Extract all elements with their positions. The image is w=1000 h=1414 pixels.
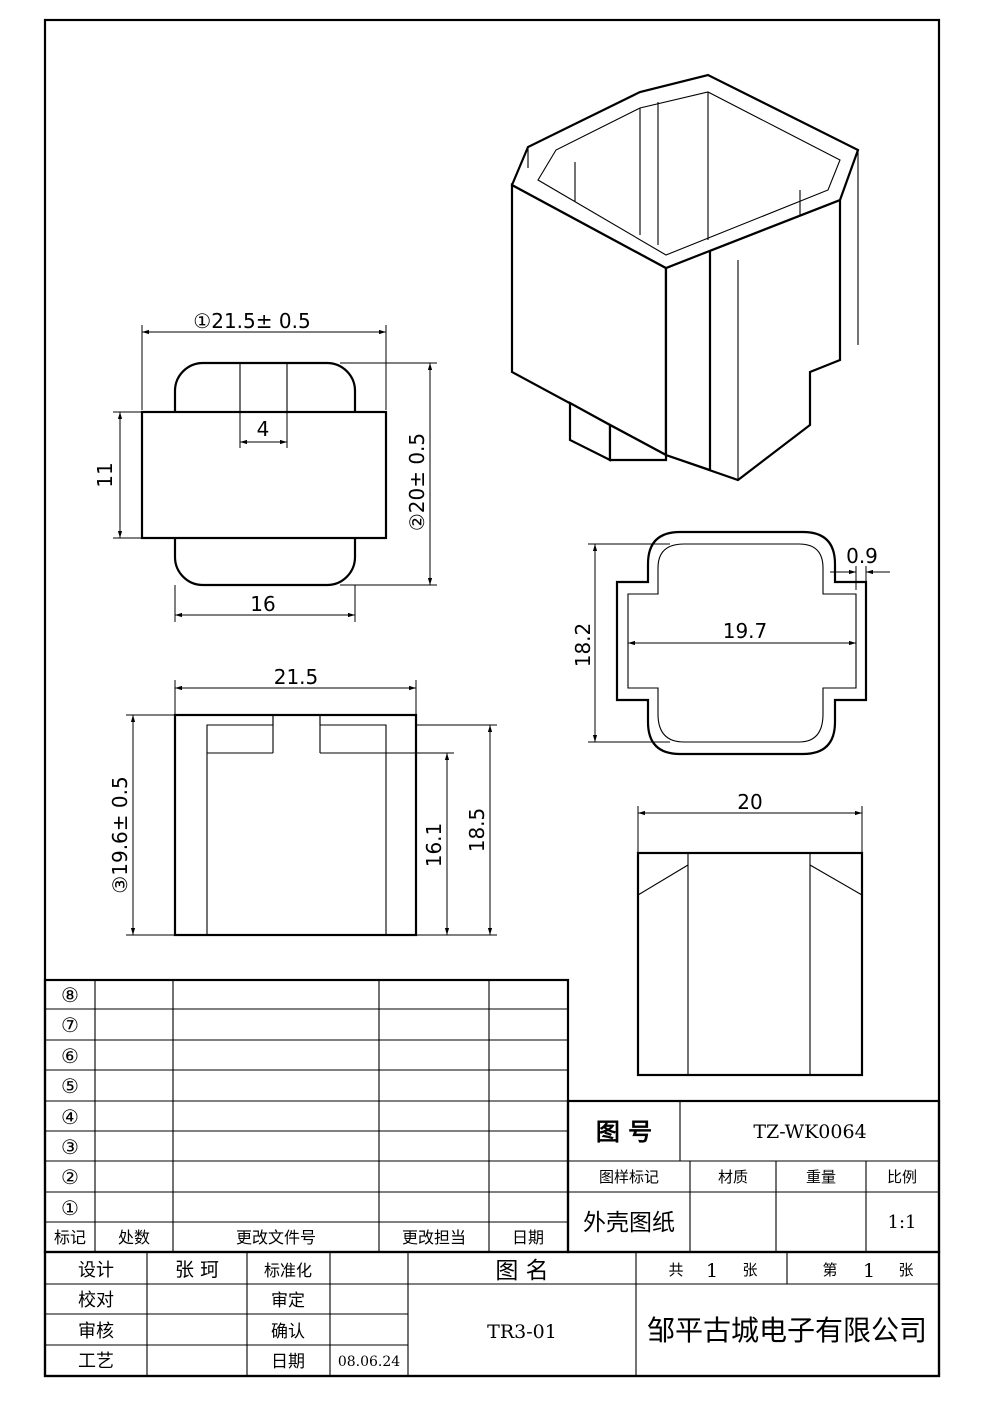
dim-top-width: ①21.5± 0.5 bbox=[193, 309, 310, 333]
section-view: 19.7 18.2 0.9 bbox=[571, 530, 890, 756]
standard-label: 标准化 bbox=[264, 1261, 312, 1280]
page-unit: 张 bbox=[898, 1261, 913, 1279]
dim-section-width: 19.7 bbox=[723, 619, 768, 643]
rev-marker: ⑥ bbox=[61, 1044, 79, 1068]
sample-mark: 外壳图纸 bbox=[583, 1210, 675, 1236]
revision-table: ⑧ ⑦ ⑥ ⑤ ④ ③ ② ① 标记 处数 更改文件号 更改担当 日期 bbox=[43, 978, 570, 1254]
isometric-view bbox=[510, 73, 860, 482]
dim-side-width: 20 bbox=[737, 790, 762, 814]
total-sheets: 1 bbox=[706, 1260, 718, 1282]
confirm-label: 确认 bbox=[271, 1322, 305, 1342]
dim-top-slot: 4 bbox=[257, 417, 270, 441]
scale-label: 比例 bbox=[887, 1168, 917, 1186]
rev-marker: ① bbox=[61, 1196, 79, 1220]
rev-header-date: 日期 bbox=[512, 1228, 544, 1247]
rev-marker: ② bbox=[61, 1165, 79, 1189]
rev-marker: ⑦ bbox=[61, 1013, 79, 1037]
rev-header-count: 处数 bbox=[118, 1228, 150, 1247]
date-value: 08.06.24 bbox=[338, 1354, 400, 1370]
designer-name: 张 珂 bbox=[175, 1259, 219, 1281]
dim-section-wall: 0.9 bbox=[846, 544, 878, 568]
page-number: 1 bbox=[863, 1260, 875, 1282]
sample-mark-label: 图样标记 bbox=[599, 1168, 659, 1186]
dim-top-height: ②20± 0.5 bbox=[405, 433, 429, 531]
drawing-no: TZ-WK0064 bbox=[753, 1121, 866, 1143]
rev-header-mark: 标记 bbox=[54, 1228, 86, 1247]
dim-top-11: 11 bbox=[93, 462, 117, 487]
review-label: 审核 bbox=[78, 1321, 114, 1342]
page-label: 第 bbox=[822, 1261, 837, 1279]
dim-section-height: 18.2 bbox=[571, 623, 595, 668]
rev-header-person: 更改担当 bbox=[402, 1228, 466, 1247]
material-label: 材质 bbox=[718, 1168, 748, 1186]
dim-front-height: ③19.6± 0.5 bbox=[108, 776, 132, 893]
company-name: 邹平古城电子有限公司 bbox=[647, 1314, 927, 1347]
drawing-name: TR3-01 bbox=[487, 1321, 557, 1343]
approve-label: 审定 bbox=[271, 1291, 305, 1311]
design-label: 设计 bbox=[78, 1260, 114, 1281]
rev-marker: ③ bbox=[61, 1135, 79, 1159]
drawing-no-label: 图 号 bbox=[596, 1118, 652, 1146]
rev-marker: ④ bbox=[61, 1105, 79, 1129]
title-block: 图 号 TZ-WK0064 图样标记 材质 重量 比例 外壳图纸 1:1 设计 … bbox=[43, 1099, 941, 1378]
dim-top-16: 16 bbox=[250, 592, 275, 616]
dim-front-18-5: 18.5 bbox=[465, 808, 489, 853]
date-label: 日期 bbox=[271, 1352, 305, 1372]
rev-marker: ⑧ bbox=[61, 983, 79, 1007]
sheet-unit: 张 bbox=[742, 1261, 757, 1279]
dim-front-16-1: 16.1 bbox=[422, 823, 446, 868]
rev-header-doc: 更改文件号 bbox=[236, 1228, 316, 1247]
check-label: 校对 bbox=[78, 1290, 114, 1311]
rev-marker: ⑤ bbox=[61, 1074, 79, 1098]
side-view: 20 bbox=[636, 790, 864, 1077]
weight-label: 重量 bbox=[806, 1168, 836, 1186]
top-view: ①21.5± 0.5 4 11 ②20± 0.5 16 bbox=[93, 309, 437, 622]
front-view: 21.5 ③19.6± 0.5 16.1 18.5 bbox=[108, 665, 497, 937]
scale-value: 1:1 bbox=[888, 1212, 917, 1233]
total-label: 共 bbox=[668, 1261, 683, 1279]
drawing-name-label: 图 名 bbox=[495, 1258, 548, 1284]
process-label: 工艺 bbox=[78, 1351, 114, 1372]
dim-front-width: 21.5 bbox=[274, 665, 319, 689]
